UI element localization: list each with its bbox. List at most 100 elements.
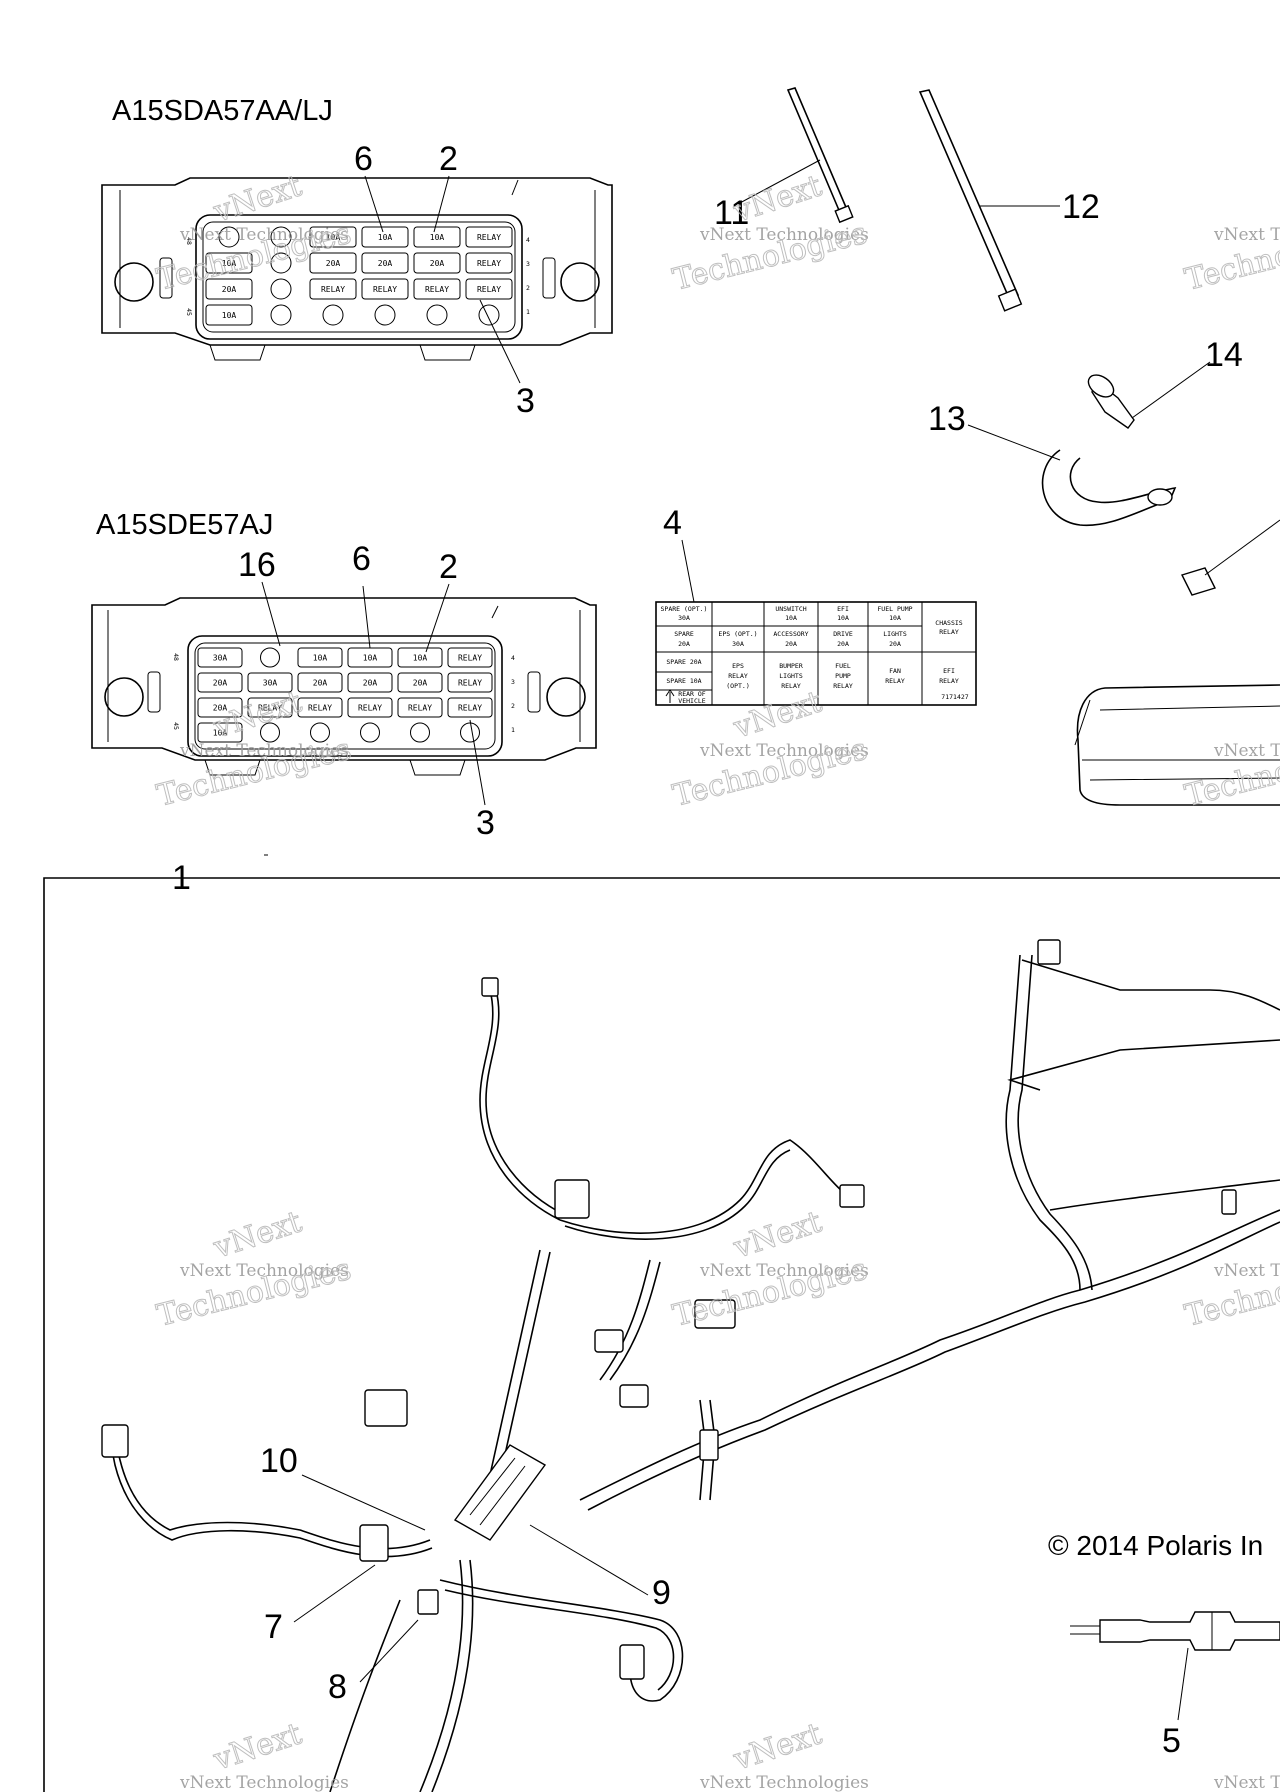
fuse-box-cover-partial	[1074, 684, 1280, 806]
relay-slot: RELAY	[397, 697, 443, 718]
callout-4: 4	[663, 504, 682, 542]
callout-6-top: 6	[354, 140, 373, 178]
callout-13: 13	[928, 400, 966, 438]
relay-label: RELAY	[258, 704, 282, 713]
relay-label: RELAY	[477, 259, 501, 268]
label-10a-2: 10A	[837, 614, 849, 622]
speed-nut	[1181, 519, 1280, 596]
fusible-link-item-5	[1070, 1611, 1280, 1651]
relay-label: RELAY	[477, 285, 501, 294]
model-label-top: A15SDA57AA/LJ	[112, 95, 333, 127]
watermark-text: vNext Technologies	[179, 741, 349, 761]
relay-slot: RELAY	[297, 697, 343, 718]
relay-slot: RELAY	[247, 697, 293, 718]
label-accessory: ACCESSORY	[773, 630, 808, 638]
relay-label: RELAY	[458, 654, 482, 663]
callout-6-bottom: 6	[352, 540, 371, 578]
relay-label: RELAY	[308, 704, 332, 713]
label-10a-1: 10A	[785, 614, 797, 622]
empty-slot	[260, 647, 280, 668]
fuse-rating-label: 10A	[363, 654, 378, 663]
label-relay-lights: RELAY	[781, 682, 801, 690]
fuse-slot: 10A	[413, 226, 461, 248]
cable-tie-large	[918, 89, 1023, 312]
fuse-slot: 10A	[361, 226, 409, 248]
label-eps: EPS	[732, 662, 744, 670]
watermark-text: vNext	[209, 1717, 306, 1778]
copyright-text: © 2014 Polaris In	[1048, 1530, 1263, 1561]
fuse-slot: 10A	[197, 722, 243, 743]
empty-slot	[310, 722, 330, 743]
side-label-4-b: 4	[511, 654, 515, 662]
label-20a-3: 20A	[837, 640, 849, 648]
label-spare: SPARE	[674, 630, 694, 638]
fuse-label-decal: SPARE (OPT.) 30A UNSWITCH 10A EFI 10A FU…	[655, 601, 977, 706]
fuse-slot: 20A	[297, 672, 343, 693]
label-drive: DRIVE	[833, 630, 853, 638]
empty-slot	[270, 278, 292, 300]
side-label-4: 4	[526, 236, 530, 244]
empty-slot	[270, 304, 292, 326]
callout-11: 11	[714, 194, 749, 232]
watermark-text: vNext Technologies	[699, 1773, 869, 1792]
callout-7: 7	[264, 1608, 283, 1646]
relay-slot: RELAY	[447, 672, 493, 693]
fuse-rating-label: 20A	[413, 679, 428, 688]
side-label-48-b: 48	[172, 653, 180, 661]
relay-slot: RELAY	[361, 278, 409, 300]
watermark: vNext Technologies vNext Technologies vN…	[153, 168, 1280, 1792]
label-rear-of: REAR OF	[678, 690, 705, 698]
label-eps-opt: EPS (OPT.)	[718, 630, 757, 638]
side-label-45: 45	[185, 308, 193, 316]
empty-slot	[460, 722, 480, 743]
callout-2-bottom: 2	[439, 548, 458, 586]
fuse-slot: 30A	[247, 672, 293, 693]
relay-slot: RELAY	[447, 647, 493, 668]
empty-slot	[410, 722, 430, 743]
side-label-45-b: 45	[172, 722, 180, 730]
watermark-text: vNext Technologies	[1213, 741, 1280, 761]
empty-slot	[360, 722, 380, 743]
watermark-text: vNext Technologies	[179, 225, 349, 245]
side-label-3-b: 3	[511, 678, 515, 686]
label-fuel: FUEL	[835, 662, 851, 670]
fuse-rating-label: 10A	[378, 233, 393, 242]
relay-label: RELAY	[477, 233, 501, 242]
side-label-2-b: 2	[511, 702, 515, 710]
label-spare-10a: SPARE 10A	[666, 677, 701, 685]
fuse-rating-label: 20A	[363, 679, 378, 688]
watermark-text: vNext Technologies	[699, 741, 869, 761]
side-label-3: 3	[526, 260, 530, 268]
fuse-slot: 10A	[397, 647, 443, 668]
fuse-slot: 20A	[397, 672, 443, 693]
fuse-rating-label: 20A	[213, 704, 228, 713]
fuse-rating-label: 20A	[378, 259, 393, 268]
watermark-text: vNext Technologies	[179, 1261, 349, 1281]
side-label-2: 2	[526, 284, 530, 292]
watermark-text: vNext Technologies	[179, 1773, 349, 1792]
callout-5: 5	[1162, 1722, 1181, 1760]
label-relay-fan: RELAY	[885, 677, 905, 685]
callout-16: 16	[238, 546, 276, 584]
callout-10: 10	[260, 1442, 298, 1480]
empty-slot	[218, 226, 240, 248]
fuse-rating-label: 30A	[213, 654, 228, 663]
watermark-text: vNext Technologies	[699, 1261, 869, 1281]
relay-label: RELAY	[358, 704, 382, 713]
relay-slot: RELAY	[465, 252, 513, 274]
empty-slot	[478, 304, 500, 326]
label-30a: 30A	[678, 614, 690, 622]
fuse-slot: 20A	[347, 672, 393, 693]
label-20a-1: 20A	[678, 640, 690, 648]
callout-8: 8	[328, 1668, 347, 1706]
relay-label: RELAY	[321, 285, 345, 294]
side-label-1-b: 1	[511, 726, 515, 734]
watermark-text: vNext	[729, 169, 826, 230]
relay-slot: RELAY	[413, 278, 461, 300]
fuse-rating-label: 20A	[213, 679, 228, 688]
relay-slot: RELAY	[465, 278, 513, 300]
relay-slot: RELAY	[447, 697, 493, 718]
label-efi-2: EFI	[943, 667, 955, 675]
